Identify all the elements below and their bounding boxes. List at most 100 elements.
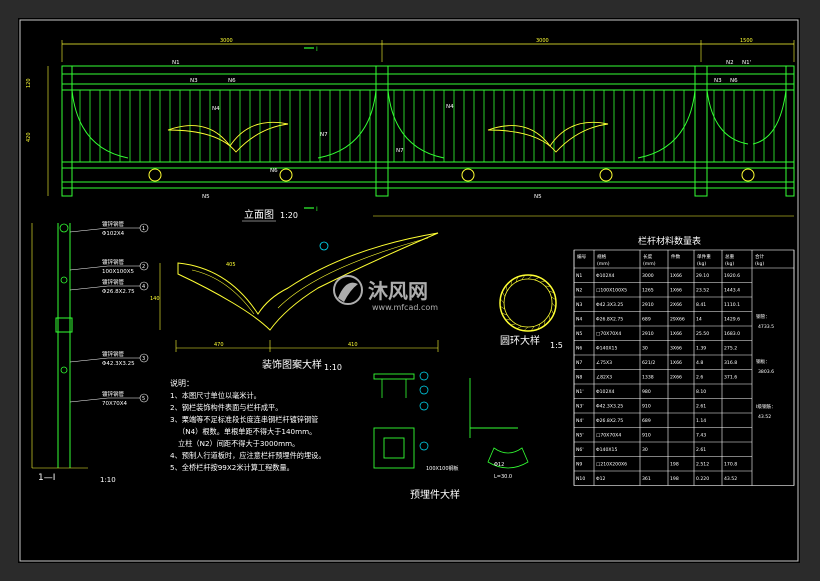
- table-cell: 910: [642, 433, 651, 439]
- table-header: 编号: [577, 253, 587, 260]
- svg-text:N6: N6: [228, 78, 236, 84]
- table-cell: N4': [576, 418, 584, 424]
- table-cell: 1X66: [670, 273, 682, 279]
- svg-text:N7: N7: [320, 132, 328, 138]
- callout-label: 镀锌钢管: [102, 278, 125, 286]
- table-cell: 910: [642, 404, 651, 410]
- callout-label: 镀锌钢管: [102, 220, 125, 228]
- table-cell: N5: [576, 331, 582, 337]
- note-line: 1、本图尺寸单位以毫米计。: [170, 391, 261, 400]
- table-header: 件数: [671, 253, 681, 260]
- table-cell: 14: [696, 317, 702, 323]
- svg-text:N5: N5: [202, 194, 210, 200]
- callout-number: 2: [142, 264, 145, 270]
- embed-title: 预埋件大样: [410, 488, 460, 501]
- notes-block: 说明： 1、本图尺寸单位以毫米计。2、钢栏装饰构件表面与栏杆成平。3、栗端等不足…: [170, 378, 326, 472]
- table-cell: 1X66: [670, 331, 682, 337]
- note-line: 3、栗端等不足标准段长度连串钢栏杆镀锌钢管: [170, 415, 318, 424]
- table-cell: 2.512: [696, 462, 709, 468]
- table-cell: 689: [642, 317, 651, 323]
- svg-text:N3: N3: [190, 78, 198, 84]
- svg-text:I: I: [316, 206, 318, 213]
- table-cell: 29.10: [696, 273, 709, 279]
- table-cell: N1': [576, 389, 584, 395]
- materials-table: 栏杆材料数量表 编号规格(mm)长度(mm)件数单件重(kg)总重(kg)合计(…: [573, 235, 795, 486]
- svg-text:100X100钢板: 100X100钢板: [426, 465, 459, 472]
- table-cell: 2X66: [670, 302, 682, 308]
- table-cell: 25.50: [696, 331, 709, 337]
- elevation-title: 立面图: [244, 208, 274, 221]
- table-cell: Φ26.8X2.75: [596, 418, 623, 424]
- elev-dim-3: 1500: [740, 38, 753, 44]
- svg-text:L=30.0: L=30.0: [494, 474, 512, 480]
- callout-number: 4: [142, 284, 145, 290]
- svg-text:N7: N7: [396, 148, 404, 154]
- table-cell: □70X70X4: [596, 331, 621, 337]
- total-value: 3803.6: [758, 369, 774, 375]
- table-cell: 3X66: [670, 346, 682, 352]
- section-title: 1—I: [38, 473, 55, 483]
- svg-text:N1: N1: [172, 60, 180, 66]
- total-label: 钢板：: [756, 358, 770, 365]
- note-line: （N4）根数。单根单距不得大于140mm。: [178, 427, 316, 436]
- drawing-sheet: 3000 3000 1500 I I: [18, 18, 800, 563]
- table-cell: 1265: [642, 288, 654, 294]
- callout-label: 镀锌钢管: [102, 258, 125, 266]
- table-cell: 2910: [642, 302, 654, 308]
- table-cell: N8: [576, 375, 582, 381]
- svg-text:N1': N1': [742, 60, 751, 66]
- pattern-title: 装饰图案大样: [262, 358, 322, 371]
- table-cell: 275.2: [724, 346, 737, 352]
- total-value: 43.52: [758, 414, 771, 420]
- table-cell: 1X66: [670, 360, 682, 366]
- table-cell: N7: [576, 360, 582, 366]
- note-line: 2、钢栏装饰构件表面与栏杆成平。: [170, 403, 282, 412]
- table-cell: 23.52: [696, 288, 709, 294]
- cad-drawing: 3000 3000 1500 I I: [19, 19, 799, 562]
- table-cell: Φ42.3X3.25: [596, 302, 623, 308]
- svg-text:I: I: [316, 46, 318, 53]
- callout-spec: Φ42.3X3.25: [102, 361, 135, 367]
- callout-number: 3: [142, 356, 145, 362]
- elevation-view: 3000 3000 1500 I I: [26, 38, 795, 222]
- svg-text:Φ12: Φ12: [494, 462, 504, 468]
- svg-text:N2: N2: [726, 60, 734, 66]
- table-cell: 316.8: [724, 360, 737, 366]
- svg-text:N3: N3: [714, 78, 722, 84]
- table-cell: 1443.4: [724, 288, 740, 294]
- watermark: 沐风网 www.mfcad.com: [333, 275, 438, 312]
- table-cell: 361: [642, 476, 651, 482]
- table-cell: 43.52: [724, 476, 737, 482]
- table-cell: Φ12: [596, 476, 606, 482]
- table-cell: 1110.1: [724, 302, 740, 308]
- svg-text:140: 140: [150, 296, 160, 302]
- table-cell: 621/2: [642, 360, 655, 366]
- table-cell: N6: [576, 346, 582, 352]
- svg-text:N6: N6: [730, 78, 738, 84]
- ring-title: 圆环大样: [500, 334, 540, 347]
- table-cell: Φ140X15: [596, 447, 617, 453]
- note-line: 5、全桥栏杆按99X2米计算工程数量。: [170, 463, 294, 472]
- table-cell: N9: [576, 462, 582, 468]
- svg-text:420: 420: [26, 132, 32, 142]
- table-cell: N1: [576, 273, 582, 279]
- total-value: 4733.5: [758, 324, 774, 330]
- svg-text:N5: N5: [534, 194, 542, 200]
- table-cell: 689: [642, 418, 651, 424]
- table-cell: N3: [576, 302, 582, 308]
- section-view: 1镀锌钢管Φ102X42镀锌钢管100X100X54镀锌钢管Φ26.8X2.75…: [31, 220, 149, 484]
- elevation-scale: 1:20: [280, 211, 298, 220]
- callout-spec: 70X70X4: [102, 401, 128, 407]
- table-cell: 2X66: [670, 375, 682, 381]
- table-cell: 8.41: [696, 302, 706, 308]
- elev-dim-1: 3000: [220, 38, 233, 44]
- table-header: 长度: [643, 253, 653, 260]
- note-line: 立柱（N2）间距不得大于3000mm。: [178, 439, 299, 448]
- table-header: 总重: [725, 253, 735, 260]
- callout-number: 5: [142, 396, 145, 402]
- table-header: 规格: [597, 253, 607, 260]
- table-cell: N10: [576, 476, 585, 482]
- table-cell: 30: [642, 346, 648, 352]
- sheet-frame: [19, 19, 799, 562]
- table-cell: 198: [670, 476, 679, 482]
